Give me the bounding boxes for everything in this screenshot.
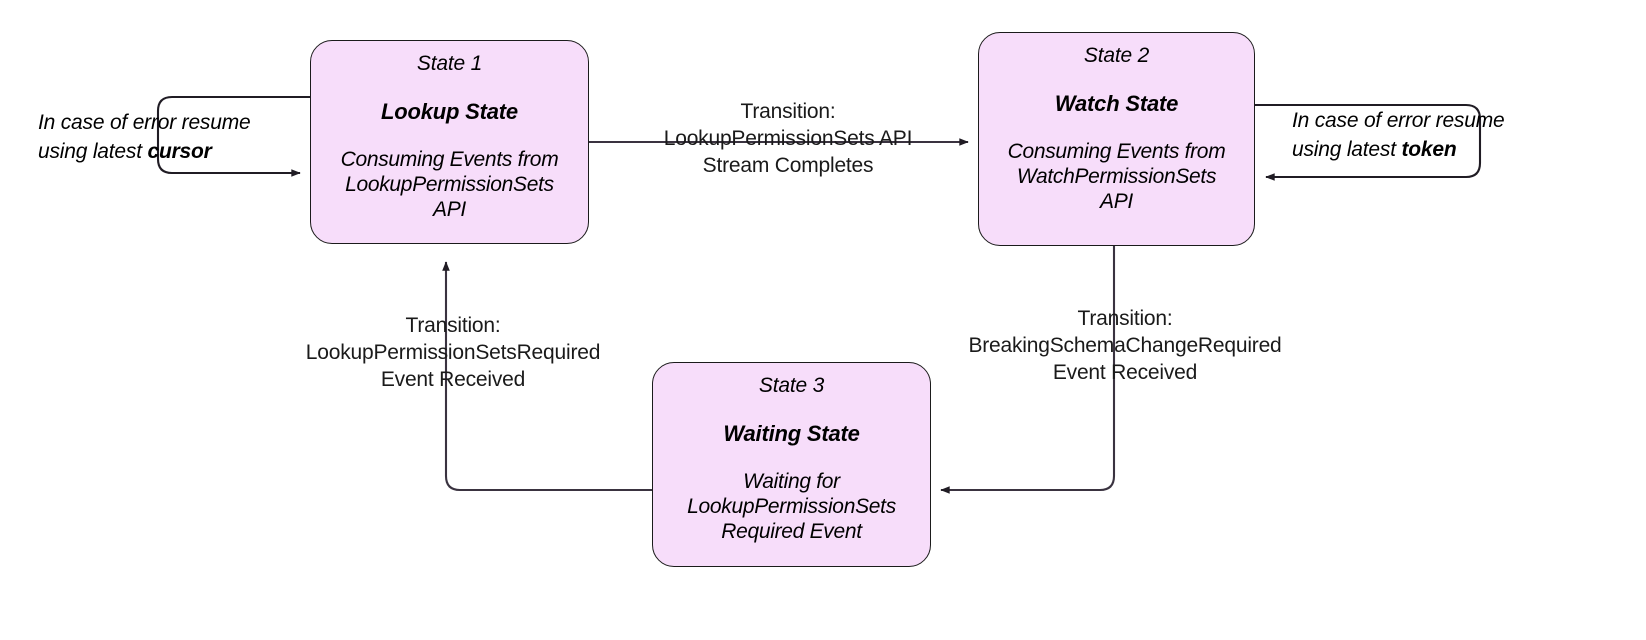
state-node-index-label: State 1 <box>416 52 483 75</box>
edge-label-waiting-to-lookup: Transition: LookupPermissionSetsRequired… <box>305 314 601 391</box>
state-node-index-label: State 2 <box>1083 44 1150 67</box>
state-node-title: Lookup State <box>381 99 518 124</box>
note-token-emphasis: token <box>1401 138 1457 161</box>
state-node-description: Consuming Events from LookupPermissionSe… <box>340 148 559 221</box>
note-cursor-text: In case of error resume using latest <box>38 111 251 163</box>
state-node-lookup[interactable]: State 1 Lookup State Consuming Events fr… <box>310 40 589 244</box>
edge-label-watch-to-waiting: Transition: BreakingSchemaChangeRequired… <box>968 307 1282 384</box>
note-token-text: In case of error resume using latest <box>1292 109 1505 161</box>
state-node-description: Consuming Events from WatchPermissionSet… <box>1007 140 1226 213</box>
state-node-watch[interactable]: State 2 Watch State Consuming Events fro… <box>978 32 1255 246</box>
state-node-title: Waiting State <box>723 421 860 446</box>
state-node-title: Watch State <box>1054 91 1179 116</box>
state-node-description: Waiting for LookupPermissionSets Require… <box>687 470 896 543</box>
state-node-waiting[interactable]: State 3 Waiting State Waiting for Lookup… <box>652 362 931 567</box>
note-token-resume: In case of error resume using latest tok… <box>1292 106 1544 164</box>
note-cursor-emphasis: cursor <box>147 140 212 163</box>
note-cursor-resume: In case of error resume using latest cur… <box>38 108 288 166</box>
state-node-index-label: State 3 <box>758 374 825 397</box>
edge-label-lookup-to-watch: Transition: LookupPermissionSets API Str… <box>663 100 913 177</box>
